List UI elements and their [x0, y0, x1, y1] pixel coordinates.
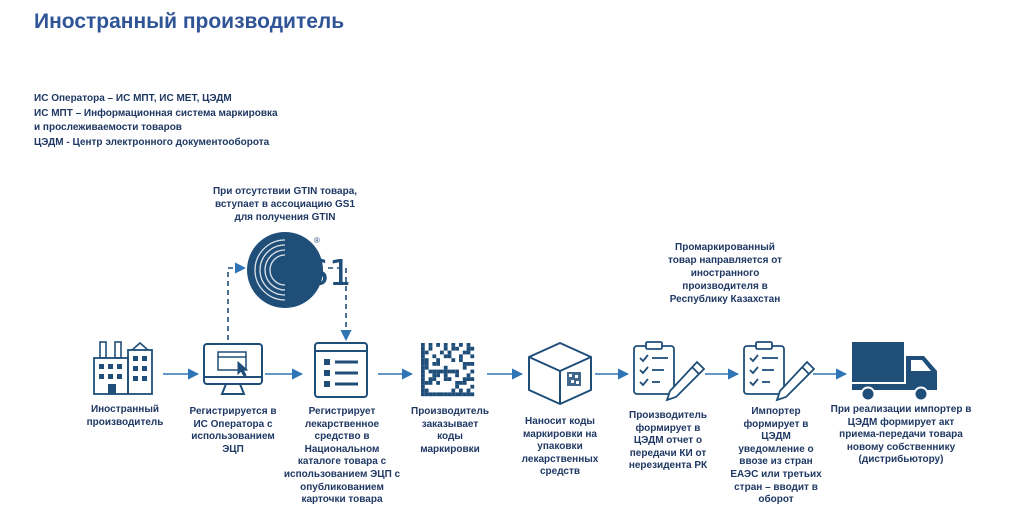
step-label-line: Наносит коды: [525, 416, 595, 427]
datamatrix-code-icon: [421, 343, 475, 397]
step-label-line: ЕАЭС или третьих: [730, 468, 822, 480]
package-box-icon: [528, 342, 592, 405]
step-label-import-notification: Импортер формирует в ЦЭДМ уведомление о …: [724, 406, 828, 507]
legend-line: и прослеживаемости товаров: [34, 122, 182, 133]
step-label-line: каталоге товара с: [297, 456, 387, 468]
step-label-line: средство в: [314, 431, 370, 443]
step-label-line: формирует в: [635, 422, 701, 434]
registered-mark-icon: ®: [314, 236, 320, 245]
step-label-line: новому собственнику: [846, 441, 956, 453]
shipping-note-line: производителя в: [682, 281, 768, 292]
step-label-line: коды: [437, 431, 463, 443]
step-label-line: (дистрибьютору): [858, 454, 944, 466]
step-label-line: передачи КИ от: [629, 447, 707, 459]
step-label-line: Производитель: [629, 410, 707, 421]
gs1-note-line: для получения GTIN: [234, 212, 336, 223]
legend-line: ИС МПТ – Информационная система маркиров…: [34, 107, 278, 119]
step-label-line: Регистрируется в: [189, 406, 277, 417]
legend: ИС Оператора – ИС МПТ, ИС МЕТ, ЦЭДМ ИС М…: [34, 92, 278, 150]
step-label-order-codes: Производитель заказывает коды маркировки: [402, 406, 498, 456]
step-label-line: ЭЦП: [222, 443, 244, 455]
step-label-line: оборот: [758, 494, 794, 506]
step-label-line: лекарственных: [521, 453, 599, 465]
step-label-line: уведомление о: [738, 443, 814, 455]
step-label-line: Иностранный: [90, 404, 160, 415]
gs1-note: При отсутствии GTIN товара, вступает в а…: [190, 185, 380, 224]
legend-line: ЦЭДМ - Центр электронного документооборо…: [34, 136, 270, 148]
step-label-line: ЦЭДМ формирует акт: [847, 416, 955, 428]
step-label-line: формирует в: [743, 418, 809, 430]
gs1-note-line: При отсутствии GTIN товара,: [212, 186, 358, 197]
step-label-line: использованием: [191, 431, 275, 443]
computer-monitor-icon: [203, 343, 263, 395]
step-label-line: При реализации импортер в: [830, 404, 972, 415]
legend-line: ИС Оператора – ИС МПТ, ИС МЕТ, ЦЭДМ: [34, 93, 232, 104]
factory-icon: [93, 341, 153, 395]
step-label-line: стран – вводит в: [734, 481, 818, 493]
gs1-dashed-connector: [227, 262, 352, 342]
step-label-line: лекарственное: [304, 418, 380, 430]
step-label-line: Импортер: [751, 406, 801, 417]
step-label-line: упаковки: [537, 441, 583, 453]
checklist-notification-icon: [743, 341, 816, 402]
step-label-line: ЦЭДМ отчет о: [633, 435, 703, 447]
checklist-report-icon: [633, 341, 706, 402]
step-label-line: маркировки на: [523, 428, 597, 440]
step-label-line: маркировки: [420, 443, 480, 455]
step-label-line: Производитель: [411, 406, 489, 417]
step-label-line: нерезидента РК: [628, 460, 708, 472]
step-label-manufacturer: Иностранный производитель: [80, 404, 170, 429]
catalog-list-icon: [314, 342, 368, 398]
shipping-note: Промаркированный товар направляется от и…: [630, 241, 820, 306]
step-label-line: ИС Оператора с: [193, 418, 273, 430]
step-label-apply-codes: Наносит коды маркировки на упаковки лека…: [512, 416, 608, 479]
shipping-note-line: товар направляется от: [668, 255, 782, 266]
page-title: Иностранный производитель: [34, 10, 345, 33]
gs1-logo-text: GS1: [278, 253, 352, 294]
step-label-line: ЦЭДМ: [761, 431, 791, 443]
step-label-line: приема-передачи товара: [839, 429, 963, 441]
step-label-line: заказывает: [421, 418, 479, 430]
step-label-line: Регистрирует: [308, 406, 376, 417]
shipping-note-line: иностранного: [690, 268, 760, 279]
step-label-line: использованием ЭЦП с: [283, 468, 401, 480]
shipping-note-line: Промаркированный: [675, 242, 775, 253]
step-label-report: Производитель формирует в ЦЭДМ отчет о п…: [616, 410, 720, 473]
delivery-truck-icon: [852, 342, 937, 402]
gs1-logo: GS1 ®: [247, 232, 352, 308]
step-label-line: Национальном: [304, 443, 380, 455]
step-label-line: карточки товара: [301, 494, 383, 506]
step-label-transfer-act: При реализации импортер в ЦЭДМ формирует…: [826, 404, 976, 467]
gs1-note-line: вступает в ассоциацию GS1: [214, 199, 356, 210]
step-label-register-catalog: Регистрирует лекарственное средство в На…: [283, 406, 401, 507]
step-label-line: средств: [539, 466, 581, 478]
step-label-line: опубликованием: [300, 481, 384, 493]
step-label-register-operator: Регистрируется в ИС Оператора с использо…: [183, 406, 283, 456]
shipping-note-line: Республику Казахстан: [669, 294, 781, 305]
step-label-line: производитель: [86, 416, 164, 428]
step-label-line: ввозе из стран: [739, 456, 813, 468]
